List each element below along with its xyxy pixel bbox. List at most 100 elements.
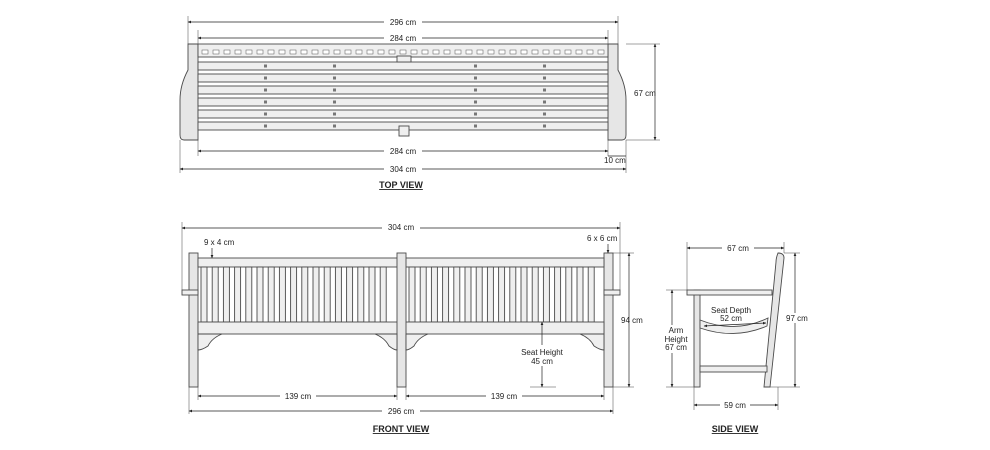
seat-slat [197,61,609,71]
seat-bolt [474,100,477,104]
seat-bolt [264,124,267,128]
side-base-depth-label: 59 cm [724,401,746,410]
front-middle-left-bracket [374,333,398,351]
side-arm-height-value: 67 cm [665,343,687,352]
seat-bolt [333,124,336,128]
seat-bolt [543,64,546,68]
seat-slat [197,109,609,119]
back-slat [576,266,584,323]
top-left-arm [179,43,199,141]
back-slat [509,266,517,323]
back-slat [368,266,376,323]
top-overall-dim-label: 296 cm [390,18,417,27]
top-seat-bolts [264,64,546,128]
back-rail-notch [377,49,385,55]
back-rail-notch [575,49,583,55]
seat-bolt [333,112,336,116]
back-slat [346,266,354,323]
top-back-rail-holes [201,49,605,55]
front-back-post-label: 9 x 4 cm [204,238,235,247]
back-rail-notch [344,49,352,55]
back-slat [565,266,573,323]
back-rail-notch [234,49,242,55]
seat-slat [197,73,609,83]
back-slat [323,266,331,323]
back-slat [200,266,208,323]
side-seat-depth-dim-line [703,321,767,328]
top-arm-width-dim-label: 10 cm [604,156,626,165]
back-slat [486,266,494,323]
back-slat [430,266,438,323]
back-slat [408,266,416,323]
back-slat [245,266,253,323]
back-rail-notch [586,49,594,55]
back-rail-notch [487,49,495,55]
back-rail-notch [443,49,451,55]
back-rail-notch [300,49,308,55]
back-slat [357,266,365,323]
top-seat-dim-label: 284 cm [390,34,417,43]
back-slat [222,266,230,323]
back-rail-notch [311,49,319,55]
back-rail-notch [498,49,506,55]
front-view-title: FRONT VIEW [373,424,430,434]
top-overall-bottom-dim-label: 304 cm [390,165,417,174]
front-height-dim-label: 94 cm [621,316,643,325]
back-rail-notch [355,49,363,55]
seat-bolt [333,64,336,68]
back-rail-notch [410,49,418,55]
side-arm-height-line1: Arm [669,326,684,335]
side-stretcher [699,365,768,373]
back-rail-notch [267,49,275,55]
back-rail-notch [201,49,209,55]
top-center-block [396,55,412,63]
back-slat [267,266,275,323]
seat-bolt [264,76,267,80]
back-slat [453,266,461,323]
side-depth-label: 67 cm [727,244,749,253]
seat-bolt [474,76,477,80]
back-slat [554,266,562,323]
back-rail-notch [542,49,550,55]
front-left-bracket [197,333,223,351]
side-view: 67 cm Seat Depth 52 cm Arm Height 67 cm … [661,242,810,434]
back-slat [419,266,427,323]
back-rail-notch [421,49,429,55]
back-slat [301,266,309,323]
seat-slat [197,85,609,95]
front-right-back-post [603,252,614,388]
back-slat [256,266,264,323]
back-rail-notch [256,49,264,55]
front-leg-post-label: 6 x 6 cm [587,234,618,243]
back-rail-notch [399,49,407,55]
seat-bolt [474,64,477,68]
back-rail-notch [289,49,297,55]
seat-bolt [543,112,546,116]
front-seat-height-label: Seat Height [521,348,564,357]
seat-bolt [543,100,546,104]
back-slat [278,266,286,323]
top-depth-dim-label: 67 cm [634,89,656,98]
seat-bolt [264,64,267,68]
back-rail-notch [212,49,220,55]
back-slat [334,266,342,323]
side-view-title: SIDE VIEW [712,424,759,434]
back-slat [542,266,550,323]
back-slat [379,266,387,323]
back-slat [587,266,595,323]
seat-bolt [543,76,546,80]
side-seat-depth-label: Seat Depth [711,306,751,315]
front-overall-dim-label: 304 cm [388,223,415,232]
front-right-bracket [579,333,605,351]
seat-bolt [543,88,546,92]
top-right-arm [607,43,627,141]
back-rail-notch [564,49,572,55]
seat-bolt [474,88,477,92]
back-rail-notch [366,49,374,55]
back-rail-notch [509,49,517,55]
front-right-arm [603,289,621,296]
seat-bolt [264,88,267,92]
back-rail-notch [553,49,561,55]
